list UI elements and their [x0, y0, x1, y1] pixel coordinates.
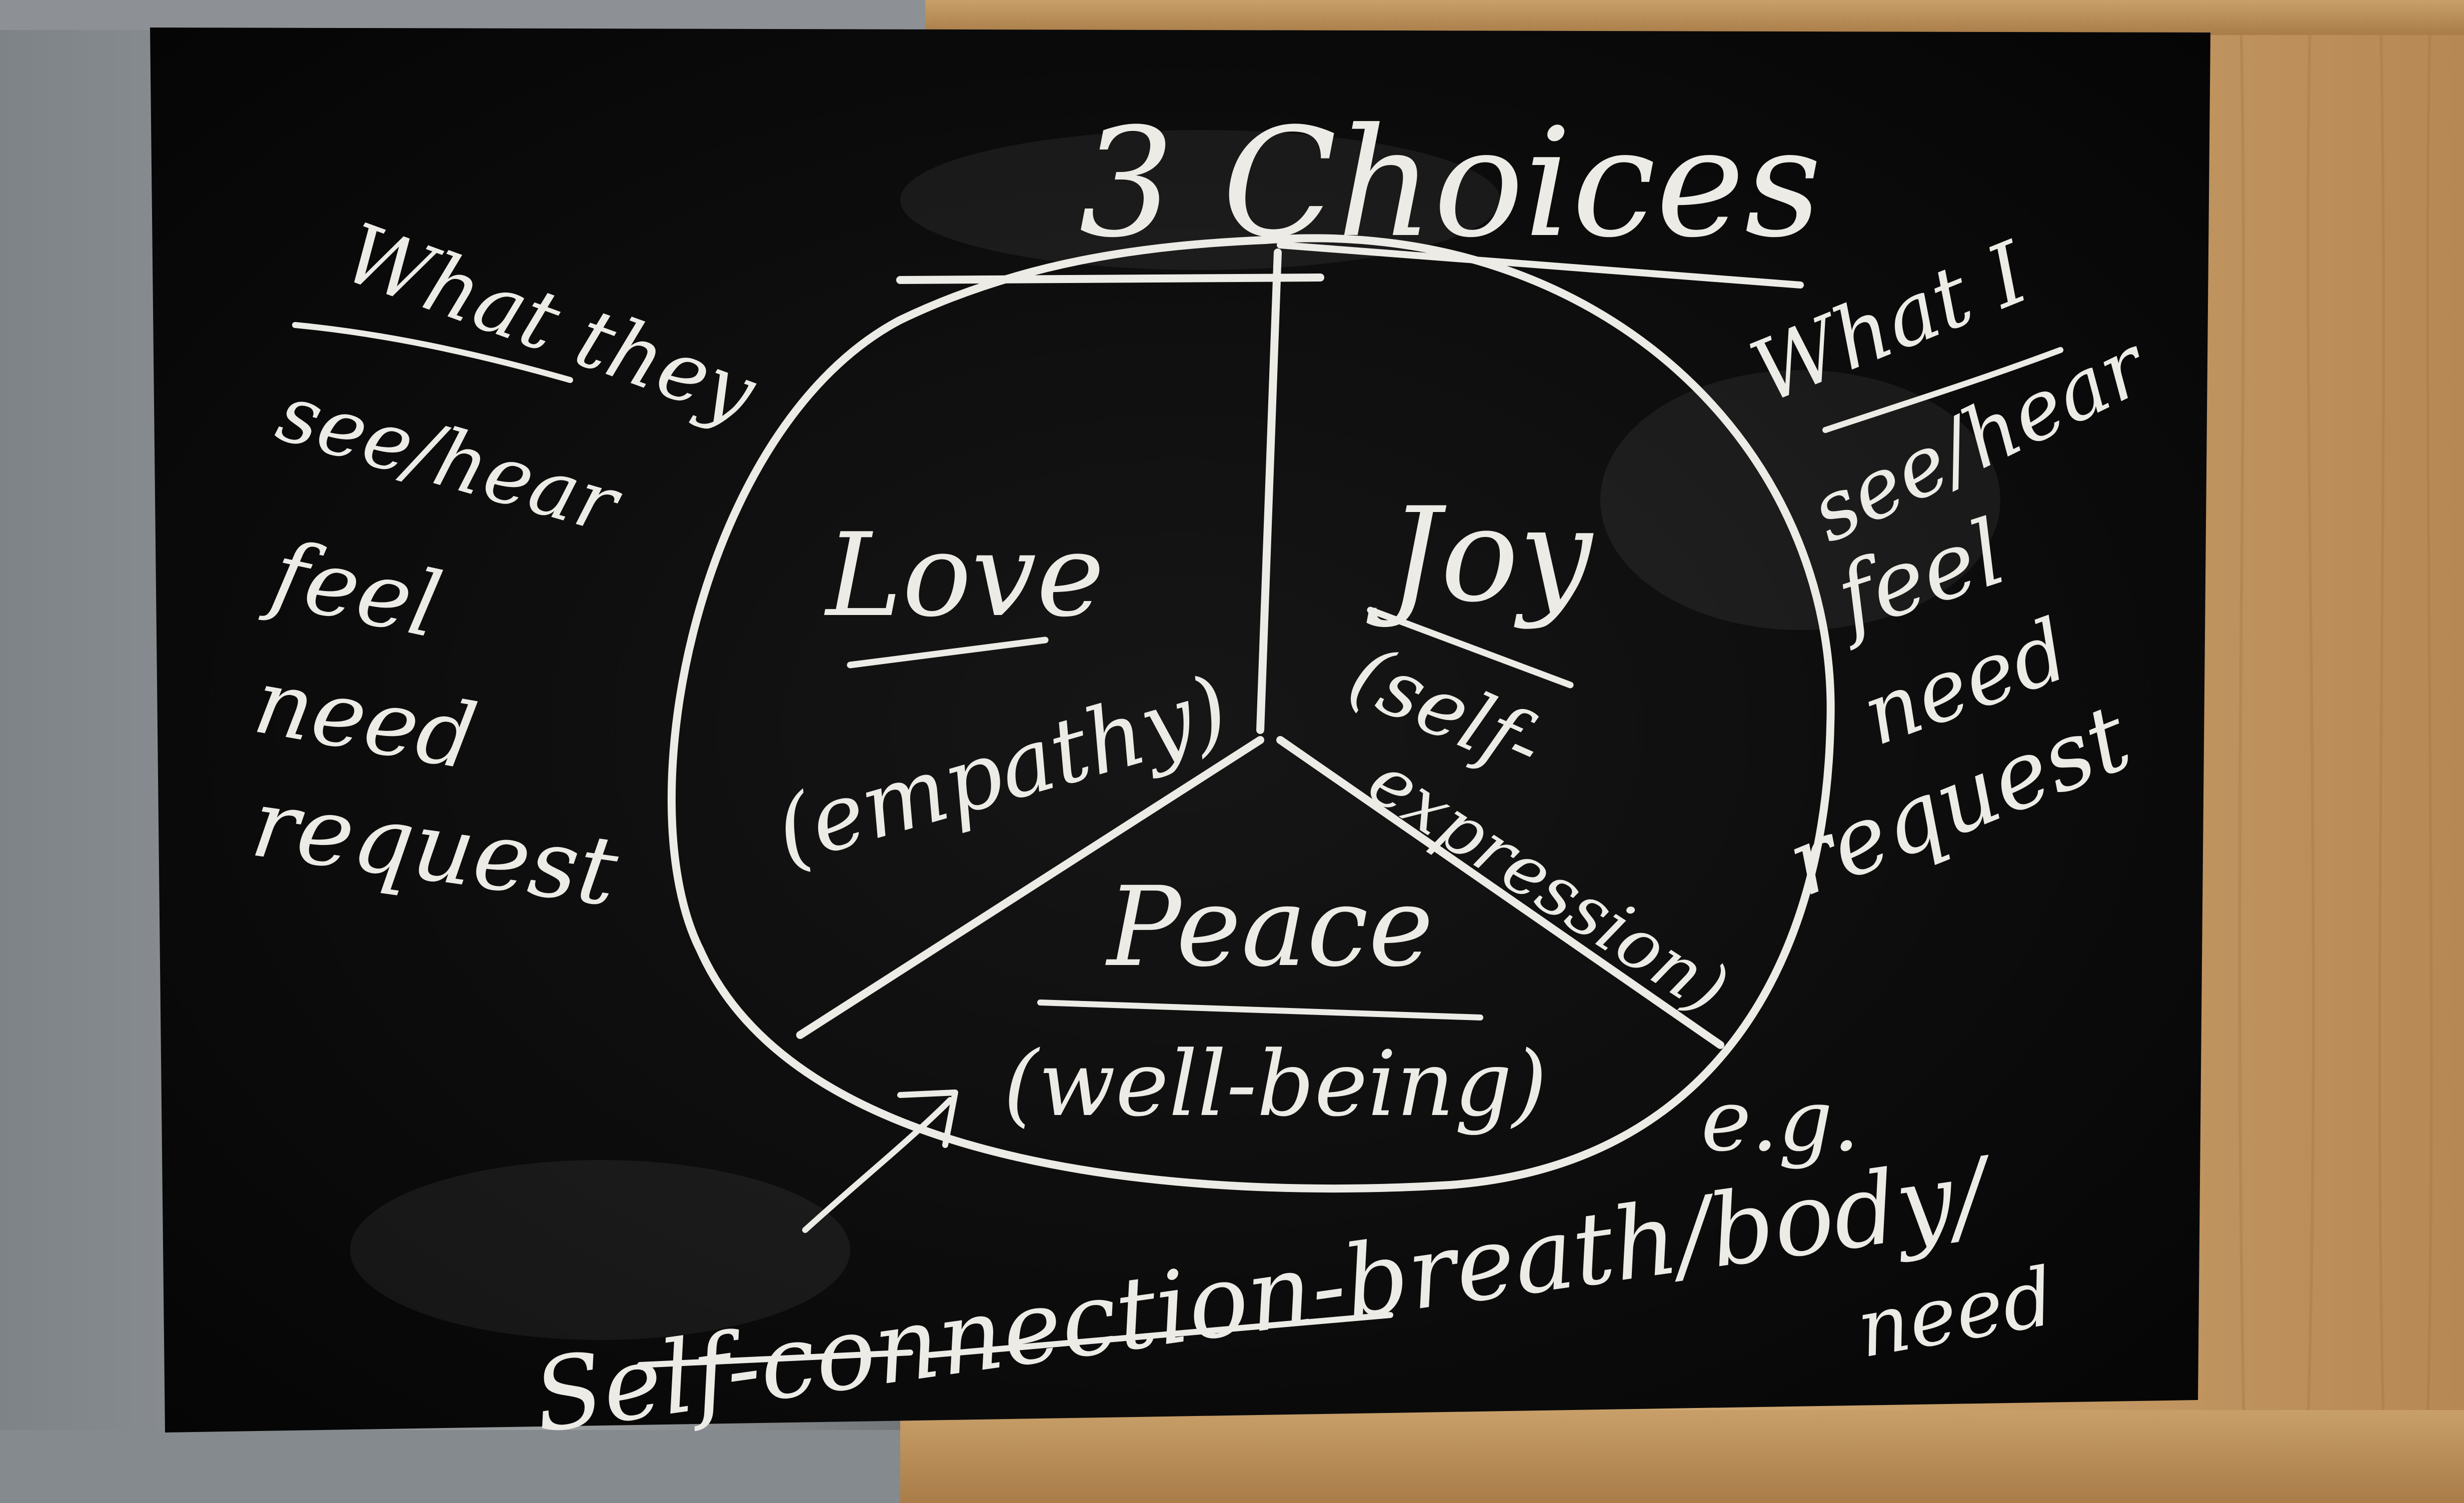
divider-top [1256, 248, 1282, 734]
bottom-underline-2 [927, 1312, 1393, 1358]
arrow-shaft [802, 1097, 953, 1233]
arrow-head [897, 1090, 958, 1148]
chalk-smudges [350, 130, 2000, 1340]
frame-top-grey [0, 0, 925, 30]
example-label: e.g. [1701, 1072, 1860, 1170]
right-heading-underline [1822, 347, 2063, 433]
title-underline [896, 274, 1324, 284]
divider-right [1276, 736, 1724, 1049]
frame-bottom-grey [0, 1430, 925, 1503]
left-heading-underline [292, 322, 573, 383]
peace-subtitle: (well-being) [1003, 1032, 1547, 1136]
peace-underline [1037, 1000, 1483, 1020]
title-underline-2 [1277, 242, 1804, 288]
love-underline [847, 636, 1049, 668]
love-title: Love [824, 509, 1104, 642]
joy-title: Joy [1366, 480, 1594, 631]
frame-top-wood [900, 0, 2464, 35]
joy-underline [1367, 606, 1574, 688]
choices-circle [667, 234, 1835, 1193]
peace-title: Peace [1105, 863, 1434, 991]
frame-bottom-wood [900, 1410, 2464, 1503]
divider-left [796, 736, 1264, 1039]
bottom-underline-1 [637, 1350, 913, 1368]
